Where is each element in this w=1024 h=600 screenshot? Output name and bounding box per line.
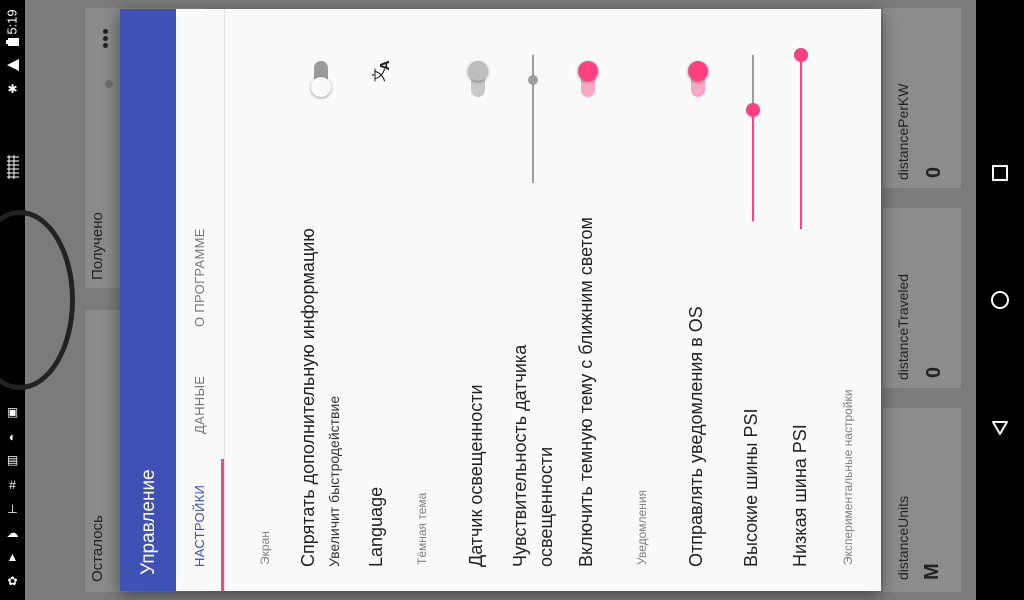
light-sensor-switch[interactable] — [466, 59, 490, 99]
metric-card-0 — [883, 8, 961, 188]
back-button[interactable] — [988, 416, 1012, 440]
metric-label-1: distanceTraveled — [895, 273, 911, 380]
sensitivity-title-line2: освещенности — [536, 446, 556, 567]
metric-value-0: 0 — [923, 166, 945, 178]
notify-os-switch[interactable] — [686, 59, 710, 99]
sync-icon: ◐ — [8, 430, 17, 444]
settings-icon: ✿ — [7, 574, 18, 588]
category-dark-theme: Тёмная тема — [415, 492, 429, 565]
metric-label-0: distancePerKW — [895, 83, 911, 180]
wifi-icon — [5, 58, 20, 73]
warning-icon: ▲ — [6, 550, 19, 564]
dark-high-beam-title[interactable]: Включить темную тему с ближним светом — [576, 217, 596, 567]
hash-icon: # — [9, 478, 16, 492]
metric-value-2: M — [921, 563, 943, 580]
metric-card-1 — [883, 208, 961, 388]
high-psi-slider-thumb[interactable] — [746, 103, 760, 117]
bar-icon: ⊥ — [7, 502, 18, 516]
metric-card-2 — [883, 408, 961, 592]
tab-settings[interactable]: НАСТРОЙКИ — [192, 484, 207, 567]
tab-bar: НАСТРОЙКИ ДАННЫЕ О ПРОГРАММЕ — [176, 9, 225, 591]
dark-high-beam-switch[interactable] — [576, 59, 600, 99]
status-time: 5:19 — [4, 9, 20, 35]
sim-icon — [5, 155, 20, 183]
light-sensor-title[interactable]: Датчик освещенности — [466, 384, 486, 567]
low-psi-slider-fill[interactable] — [800, 55, 802, 229]
category-notifications: Уведомления — [635, 489, 649, 565]
sensitivity-title-line1[interactable]: Чувствительность датчика — [510, 344, 530, 567]
home-button[interactable] — [988, 288, 1012, 312]
cloud-icon: ☁ — [6, 526, 19, 540]
battery-icon — [5, 36, 20, 51]
sensitivity-slider-track[interactable] — [532, 55, 534, 183]
hide-info-switch[interactable] — [309, 59, 333, 99]
remaining-label: Осталось — [89, 515, 106, 582]
sensitivity-slider-thumb[interactable] — [528, 75, 538, 85]
checklist-icon: ▣ — [6, 405, 19, 419]
dialog-header: Управление — [120, 9, 176, 591]
recent-apps-button[interactable] — [988, 161, 1012, 185]
category-experimental: Экспериментальные настройки — [841, 389, 855, 565]
low-psi-slider-thumb[interactable] — [794, 48, 808, 62]
language-title[interactable]: Language — [366, 486, 386, 567]
hide-info-summary: Увеличит быстродействие — [326, 395, 342, 567]
metric-label-2: distanceUnits — [895, 495, 911, 580]
tab-about[interactable]: О ПРОГРАММЕ — [192, 228, 207, 327]
tab-indicator — [221, 459, 224, 591]
metric-value-1: 0 — [923, 366, 945, 378]
notify-os-title[interactable]: Отправлять уведомления в OS — [686, 306, 706, 567]
hide-info-title[interactable]: Спрятать дополнительную информацию — [298, 228, 318, 567]
svg-text:A: A — [378, 60, 391, 70]
bluetooth-icon: ✱ — [7, 82, 18, 96]
low-psi-title[interactable]: Низкая шина PSI — [790, 424, 810, 567]
settings-dialog: Управление НАСТРОЙКИ ДАННЫЕ О ПРОГРАММЕ … — [120, 9, 881, 591]
tab-data[interactable]: ДАННЫЕ — [192, 375, 207, 434]
received-label: Получено — [89, 212, 106, 280]
svg-text:文: 文 — [372, 68, 388, 82]
category-screen: Экран — [258, 531, 272, 565]
download-icon: ▤ — [6, 453, 19, 467]
navigation-bar — [976, 0, 1024, 600]
dialog-title: Управление — [138, 469, 159, 575]
gauge-icon — [105, 80, 113, 88]
overflow-menu-icon[interactable] — [101, 29, 109, 49]
high-psi-title[interactable]: Высокие шины PSI — [741, 408, 761, 567]
gauge-ring — [0, 210, 75, 390]
high-psi-slider-fill[interactable] — [752, 109, 754, 221]
high-psi-slider-track[interactable] — [752, 55, 754, 109]
